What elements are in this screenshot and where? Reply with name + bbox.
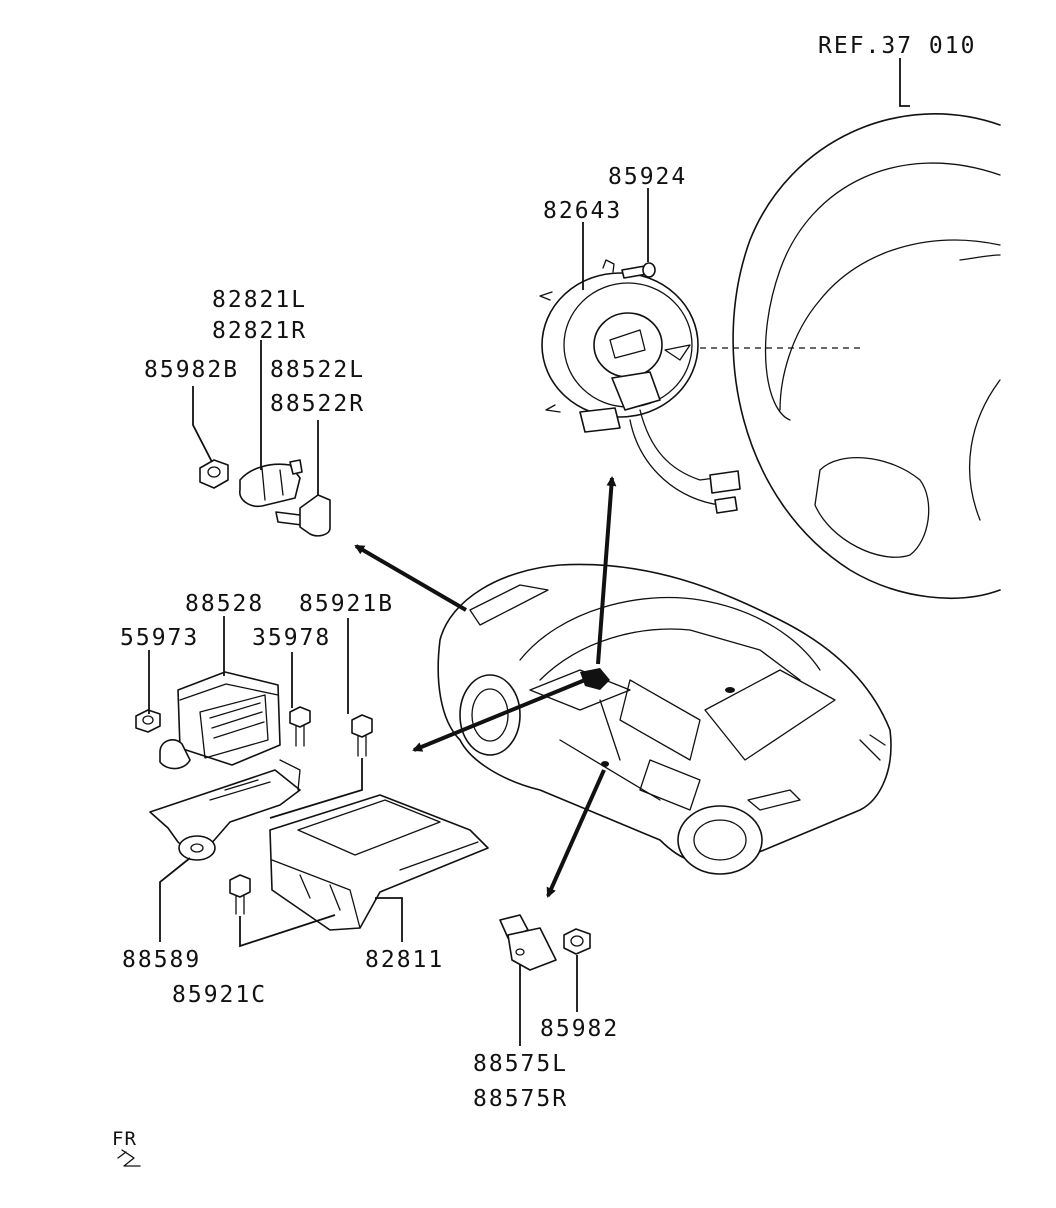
screw-85924 (621, 262, 656, 279)
bolt-85921b (351, 714, 373, 757)
front-marker-label: FR (112, 1128, 137, 1150)
part-labels: REF.37 010 85924 82643 82821L 82821R 859… (120, 33, 976, 1112)
bolt-88522 (275, 494, 331, 537)
front-arrow-icon (117, 1149, 141, 1167)
clock-spring (539, 259, 741, 514)
front-direction-marker: FR (112, 1128, 141, 1167)
label-88575l: 88575L (473, 1051, 568, 1077)
nut-85982b (199, 459, 229, 489)
label-88522l: 88522L (270, 357, 365, 383)
label-82821r: 82821R (212, 318, 307, 344)
label-88528: 88528 (185, 591, 264, 617)
label-88589: 88589 (122, 947, 201, 973)
label-35978: 35978 (252, 625, 331, 651)
leader-lines (148, 58, 910, 1046)
label-reference: REF.37 010 (818, 33, 976, 59)
nut-85982 (563, 928, 591, 955)
steering-wheel (700, 113, 1001, 599)
car-body (437, 563, 892, 875)
label-85924: 85924 (608, 164, 687, 190)
srs-control-unit-82811 (269, 794, 489, 931)
label-55973: 55973 (120, 625, 199, 651)
location-arrows (354, 476, 617, 898)
label-82643: 82643 (543, 198, 622, 224)
label-82821l: 82821L (212, 287, 307, 313)
front-sensor-82821 (239, 459, 303, 508)
bracket-88589 (149, 759, 301, 861)
label-82811: 82811 (365, 947, 444, 973)
label-85921b: 85921B (299, 591, 394, 617)
nut-55973 (135, 709, 161, 733)
bolt-85921c (229, 874, 251, 915)
side-sensor-88575 (499, 914, 557, 971)
label-85982b: 85982B (144, 357, 239, 383)
label-85921c: 85921C (172, 982, 267, 1008)
bolt-35978 (289, 706, 311, 747)
label-88522r: 88522R (270, 391, 365, 417)
sensor-88528 (159, 671, 281, 770)
label-85982: 85982 (540, 1016, 619, 1042)
label-88575r: 88575R (473, 1086, 568, 1112)
